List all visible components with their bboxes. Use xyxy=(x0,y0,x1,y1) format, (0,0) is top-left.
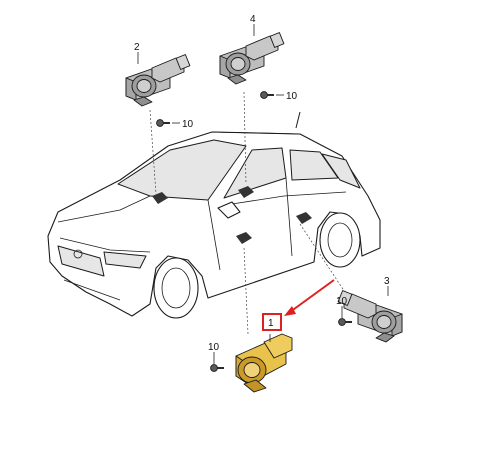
part-callout-1: 1 xyxy=(262,313,282,331)
window-motor-2[interactable]: 2 xyxy=(125,42,191,107)
car-quarter-window xyxy=(321,153,361,189)
car-side-window-rear xyxy=(289,149,339,181)
part-label-4: 4 xyxy=(250,14,256,25)
car-side-window-front xyxy=(223,147,287,199)
window-motor-mark-front-right xyxy=(238,186,254,198)
part-label-2: 2 xyxy=(134,42,140,53)
window-motor-mark-front-left xyxy=(152,192,168,204)
car-headlight xyxy=(103,251,147,269)
window-motor-mark-rear-left xyxy=(236,232,252,244)
screw-label-10: 10 xyxy=(286,91,298,102)
car-rear-wheel xyxy=(319,212,361,268)
screw-10-top-left[interactable]: 10 xyxy=(155,118,194,130)
screw-10-right[interactable]: 10 xyxy=(336,296,353,327)
window-motor-4[interactable]: 4 xyxy=(219,14,285,85)
screw-10-top-center[interactable]: 10 xyxy=(259,90,298,102)
part-label-1: 1 xyxy=(268,318,274,329)
car-grille xyxy=(57,245,105,277)
screw-label-10: 10 xyxy=(208,342,220,353)
window-motor-1-highlighted[interactable] xyxy=(235,333,293,393)
car-front-wheel xyxy=(153,257,199,319)
car-illustration xyxy=(47,111,381,319)
screw-label-10: 10 xyxy=(336,296,348,307)
screw-10-bottom[interactable]: 10 xyxy=(208,342,225,373)
window-motor-mark-rear-right xyxy=(296,212,312,224)
part-label-3: 3 xyxy=(384,276,390,287)
leader-lines xyxy=(149,91,359,335)
screw-label-10: 10 xyxy=(182,119,194,130)
callout-arrow xyxy=(284,279,335,316)
window-motor-3[interactable]: 3 xyxy=(337,276,403,343)
car-mirror xyxy=(217,201,241,219)
